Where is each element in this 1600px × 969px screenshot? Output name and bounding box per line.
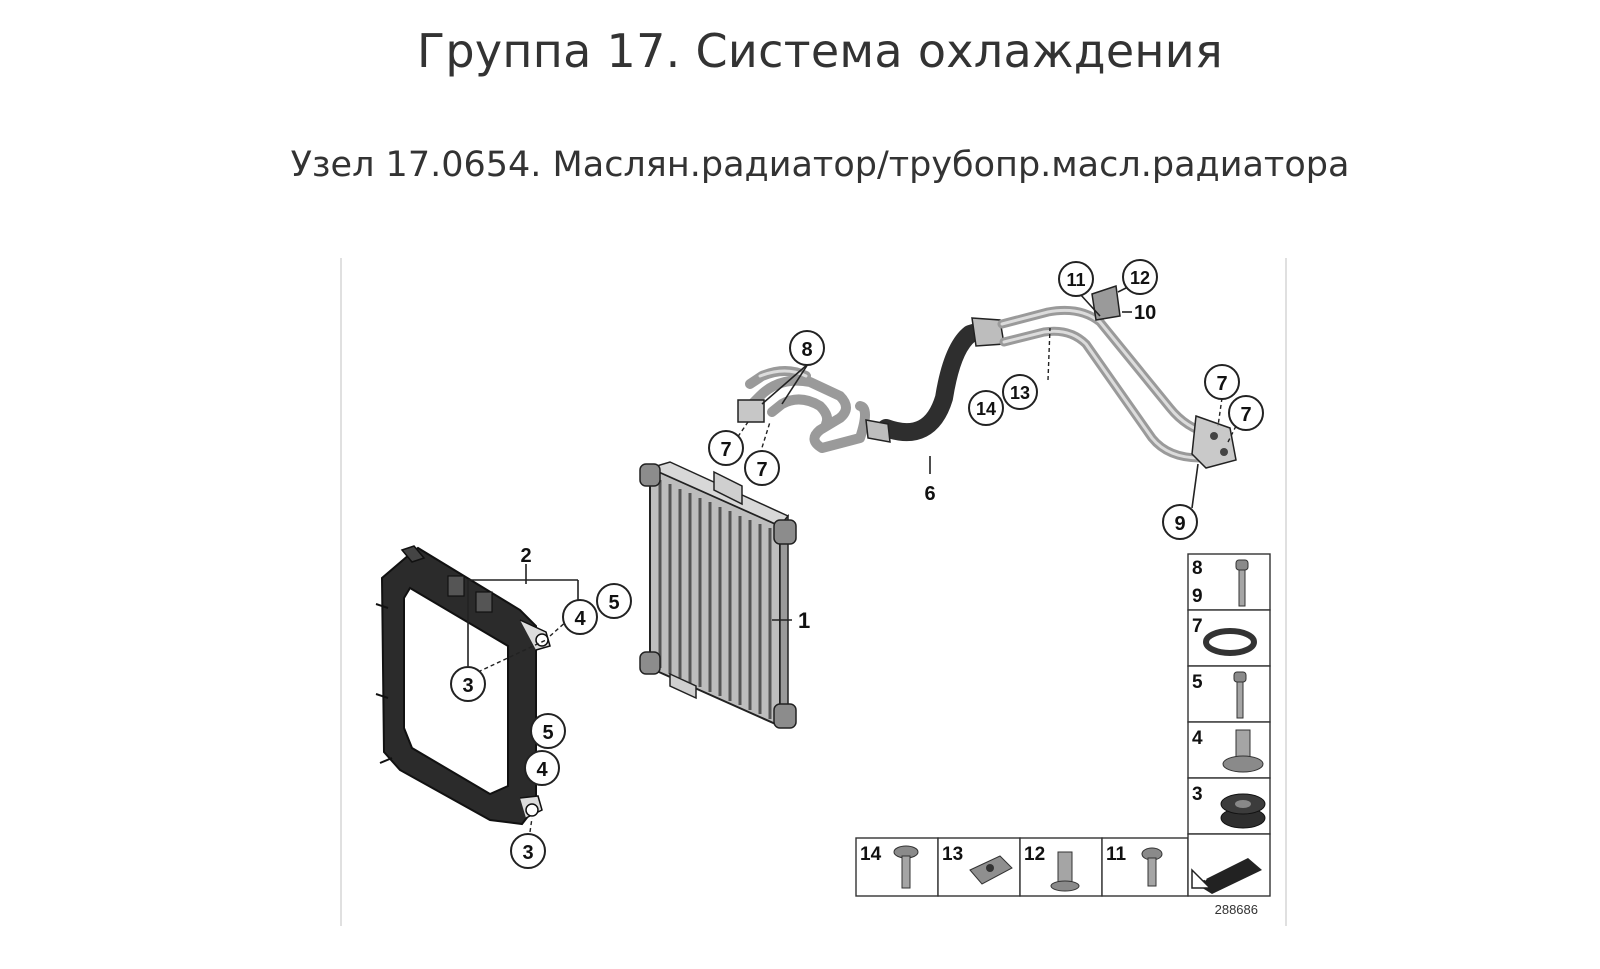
screw-icon [1233,671,1247,719]
clamp-icon [969,855,1013,885]
svg-text:2: 2 [520,545,531,567]
legend-cell-8-9 [1187,553,1271,611]
legend-cell-11 [1101,837,1189,897]
svg-text:13: 13 [1010,383,1030,403]
callout-2: 2 [520,545,531,567]
svg-text:9: 9 [1174,513,1185,535]
orientation-arrow-icon [1191,858,1262,894]
callout-13: 13 [1002,374,1038,410]
leader-lines [467,283,1237,833]
svg-text:3: 3 [522,842,533,864]
callout-5-lower: 5 [530,713,566,749]
svg-text:8: 8 [801,339,812,361]
svg-text:7: 7 [1216,373,1227,395]
parts-diagram: 1 2 3 3 4 4 5 5 6 7 7 7 7 [340,258,1287,926]
parts-legend-row: 14 13 12 11 [855,833,1271,897]
svg-text:4: 4 [536,759,548,781]
svg-text:5: 5 [608,592,619,614]
callout-7-a: 7 [708,430,744,466]
svg-text:12: 12 [1024,844,1045,865]
svg-text:5: 5 [1192,672,1203,693]
callout-10: 10 [1134,302,1156,324]
svg-text:12: 12 [1130,268,1150,288]
svg-text:4: 4 [1192,728,1203,749]
oil-radiator-part [639,461,797,729]
oil-hose-part [737,317,1005,453]
callout-5-upper: 5 [596,583,632,619]
svg-text:1: 1 [798,608,810,633]
svg-text:10: 10 [1134,302,1156,324]
grommet-icon [1220,793,1266,829]
svg-text:11: 11 [1106,844,1127,865]
oil-pipe-part [997,285,1237,469]
callout-12: 12 [1122,259,1158,295]
svg-text:7: 7 [1240,404,1251,426]
page-subtitle: Узел 17.0654. Маслян.радиатор/трубопр.ма… [290,145,1350,185]
callout-7-c: 7 [1204,364,1240,400]
legend-cell-5 [1187,665,1271,723]
legend-cell-14 [855,837,939,897]
page-title: Группа 17. Система охлаждения [417,24,1223,78]
svg-text:14: 14 [976,399,996,419]
callout-8: 8 [789,330,825,366]
svg-text:13: 13 [942,844,963,865]
svg-text:7: 7 [1192,616,1203,637]
svg-text:3: 3 [1192,784,1203,805]
callout-4-lower: 4 [524,750,560,786]
callout-6: 6 [924,483,935,505]
svg-text:3: 3 [462,675,473,697]
parts-legend: 8 9 7 5 4 3 [1187,553,1271,835]
callout-7-d: 7 [1228,395,1264,431]
callout-14: 14 [968,390,1004,426]
callout-4-upper: 4 [562,599,598,635]
svg-text:14: 14 [860,844,882,865]
rivet-nut-icon [1050,851,1080,892]
callout-9: 9 [1162,504,1198,540]
bolt-icon [1235,559,1249,607]
callout-3-lower: 3 [510,833,546,869]
svg-text:7: 7 [756,459,767,481]
bushing-icon [1222,729,1264,773]
svg-text:6: 6 [924,483,935,505]
button-screw-icon [1141,847,1163,887]
callout-3-upper: 3 [450,666,486,702]
callout-1: 1 [798,608,810,633]
o-ring-icon [1203,628,1257,656]
callout-11: 11 [1058,261,1094,297]
callout-7-b: 7 [744,450,780,486]
svg-text:9: 9 [1192,586,1203,607]
svg-text:7: 7 [720,439,731,461]
svg-text:4: 4 [574,608,586,630]
image-number: 288686 [1215,902,1258,917]
flange-bolt-icon [893,845,919,889]
svg-text:8: 8 [1192,558,1203,579]
svg-text:5: 5 [542,722,553,744]
svg-text:11: 11 [1066,270,1085,290]
